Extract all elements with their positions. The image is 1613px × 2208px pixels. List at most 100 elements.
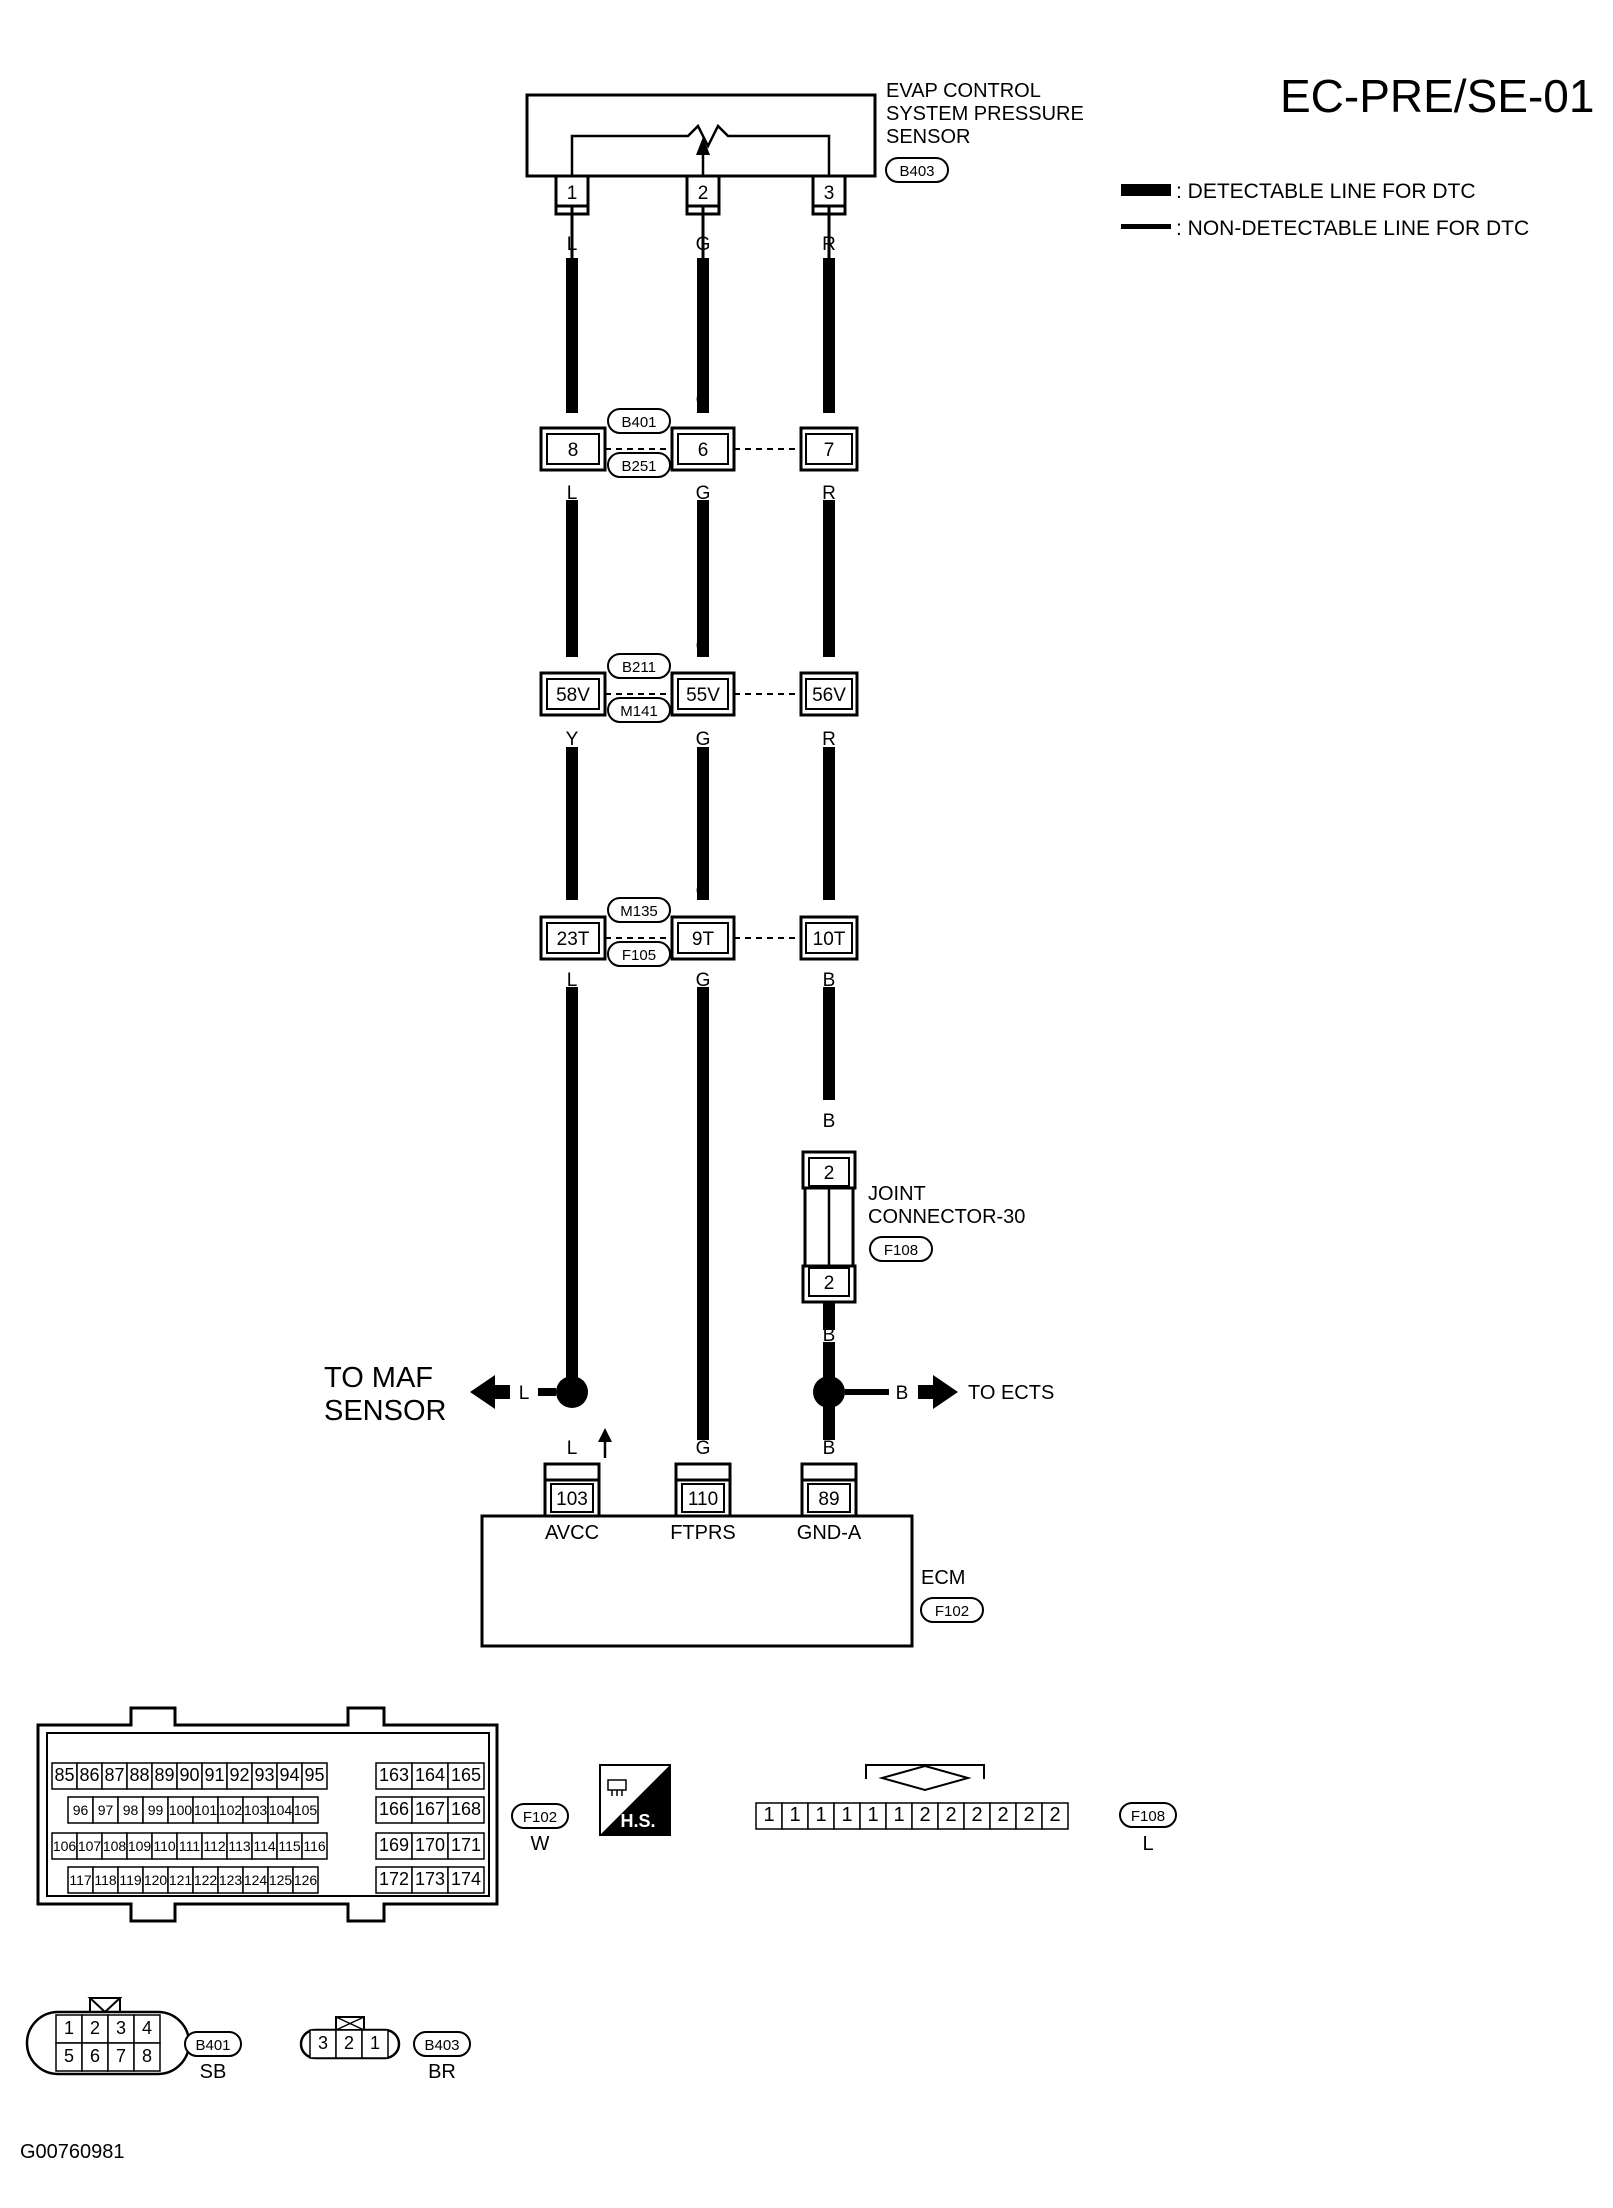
f108-pin-8: 2 (945, 1804, 956, 1826)
svg-text:G: G (696, 390, 711, 411)
svg-text:G: G (696, 483, 711, 504)
f102-pin-116-cell (301, 1832, 328, 1860)
wire-color-bottom-g: G (696, 1438, 711, 1459)
f102-pin-109: 109 (128, 1838, 152, 1854)
f102-pin-166: 166 (379, 1799, 409, 1819)
b403-pin-1-cell (361, 2029, 389, 2059)
ecm-connector-tag-label: F102 (935, 1603, 969, 1620)
f108-pin-10: 2 (997, 1804, 1008, 1826)
svg-text:M135: M135 (620, 903, 658, 920)
f108-pin-7: 2 (919, 1804, 930, 1826)
f102-pin-122: 122 (194, 1872, 218, 1888)
b401-pin-4-cell (133, 2014, 161, 2044)
f102-pin-108-cell (101, 1832, 128, 1860)
f102-pin-110-cell (151, 1832, 178, 1860)
f102-pin-91: 91 (204, 1765, 224, 1785)
f108-tag (1119, 1802, 1177, 1828)
f102-pin-93: 93 (254, 1765, 274, 1785)
wire-color-bottom-l: L (567, 1438, 578, 1459)
f102-pin-106: 106 (53, 1838, 77, 1854)
svg-text:B: B (896, 1383, 909, 1404)
svg-text:M141: M141 (620, 703, 658, 720)
f102-pin-112: 112 (203, 1838, 226, 1854)
svg-text:6: 6 (698, 440, 709, 461)
f102-pin-92: 92 (229, 1765, 249, 1785)
ecm-signal-gnd-a: GND-A (797, 1522, 862, 1544)
f102-pin-89: 89 (154, 1765, 174, 1785)
f102-pin-114: 114 (253, 1838, 276, 1854)
f102-pin-105-cell (292, 1796, 319, 1824)
f102-pin-102-cell (217, 1796, 244, 1824)
svg-text:Y: Y (566, 881, 579, 902)
f102-pin-119-cell (117, 1866, 144, 1894)
arrow-right-icon (933, 1375, 958, 1409)
svg-text:L: L (567, 970, 578, 991)
svg-text:B: B (823, 1325, 836, 1346)
svg-text:2: 2 (824, 1163, 835, 1184)
f102-pin-173-cell (411, 1866, 449, 1894)
sensor-pin-1: 1 (567, 183, 578, 204)
ecm-terminal-89: 89 (818, 1489, 839, 1510)
f102-pin-121: 121 (169, 1872, 193, 1888)
f108-pin-9-cell (963, 1802, 991, 1830)
ecm-name: ECM (921, 1567, 965, 1589)
f102-pin-172: 172 (379, 1869, 409, 1889)
svg-text:G: G (696, 729, 711, 750)
f108-pin-2-cell (781, 1802, 809, 1830)
f102-pin-168-cell (447, 1796, 485, 1824)
b401-tag (184, 2031, 242, 2057)
svg-text:L: L (519, 1383, 530, 1404)
wire-color-labels: L G R L G R L G R L G R Y G R Y G R L G … (566, 234, 836, 1132)
b401-pin-5: 5 (64, 2046, 74, 2066)
f108-pin-9: 2 (971, 1804, 982, 1826)
f102-pin-107-cell (76, 1832, 103, 1860)
b403-color: BR (428, 2061, 456, 2083)
wire-l-y (566, 258, 578, 1400)
f102-pin-123-cell (217, 1866, 244, 1894)
ecm-signal-avcc: AVCC (545, 1522, 599, 1544)
svg-text:B211: B211 (622, 659, 656, 676)
splice-right (813, 1376, 845, 1408)
harness-side-icon: H.S. (599, 1764, 671, 1836)
f102-pin-107: 107 (78, 1838, 102, 1854)
f102-pin-112-cell (201, 1832, 228, 1860)
f102-pin-103: 103 (244, 1802, 268, 1818)
svg-text:Y: Y (566, 729, 579, 750)
svg-text:7: 7 (824, 440, 835, 461)
page-title: EC-PRE/SE-01 (1280, 70, 1594, 122)
arrow-left-icon (470, 1375, 495, 1409)
f102-pin-121-cell (167, 1866, 194, 1894)
f102-pin-88: 88 (129, 1765, 149, 1785)
f102-pin-92-cell (226, 1762, 253, 1790)
svg-text:L: L (567, 234, 578, 255)
f102-pin-98-cell (117, 1796, 144, 1824)
f102-pin-101-cell (192, 1796, 219, 1824)
f108-pin-7-cell (911, 1802, 939, 1830)
svg-text:G: G (696, 970, 711, 991)
f108-pin-6: 1 (893, 1804, 904, 1826)
b401-pin-4: 4 (142, 2018, 152, 2038)
f102-pin-165: 165 (451, 1765, 481, 1785)
svg-text:9T: 9T (692, 929, 715, 950)
junction-b211-m141: 58V 55V 56V B211 M141 (539, 653, 859, 723)
wire-g (697, 258, 709, 1440)
b401-tag-label: B401 (195, 2037, 230, 2054)
svg-text:R: R (822, 636, 836, 657)
b401-pin-6-cell (81, 2042, 109, 2072)
b401-pin-6: 6 (90, 2046, 100, 2066)
svg-text:R: R (822, 483, 836, 504)
f102-pin-89-cell (151, 1762, 178, 1790)
f102-pin-99: 99 (148, 1802, 164, 1818)
f108-pin-2: 1 (789, 1804, 800, 1826)
b403-pin-1: 1 (370, 2033, 380, 2053)
svg-text:55V: 55V (686, 685, 720, 706)
f102-pin-124: 124 (244, 1872, 268, 1888)
svg-text:R: R (822, 390, 836, 411)
svg-text:L: L (567, 483, 578, 504)
f102-pin-126-cell (292, 1866, 319, 1894)
f102-pin-117: 117 (69, 1872, 92, 1888)
b401-pin-5-cell (55, 2042, 83, 2072)
f102-pin-90: 90 (179, 1765, 199, 1785)
f102-pin-171-cell (447, 1832, 485, 1860)
legend-thick-swatch (1121, 184, 1171, 196)
